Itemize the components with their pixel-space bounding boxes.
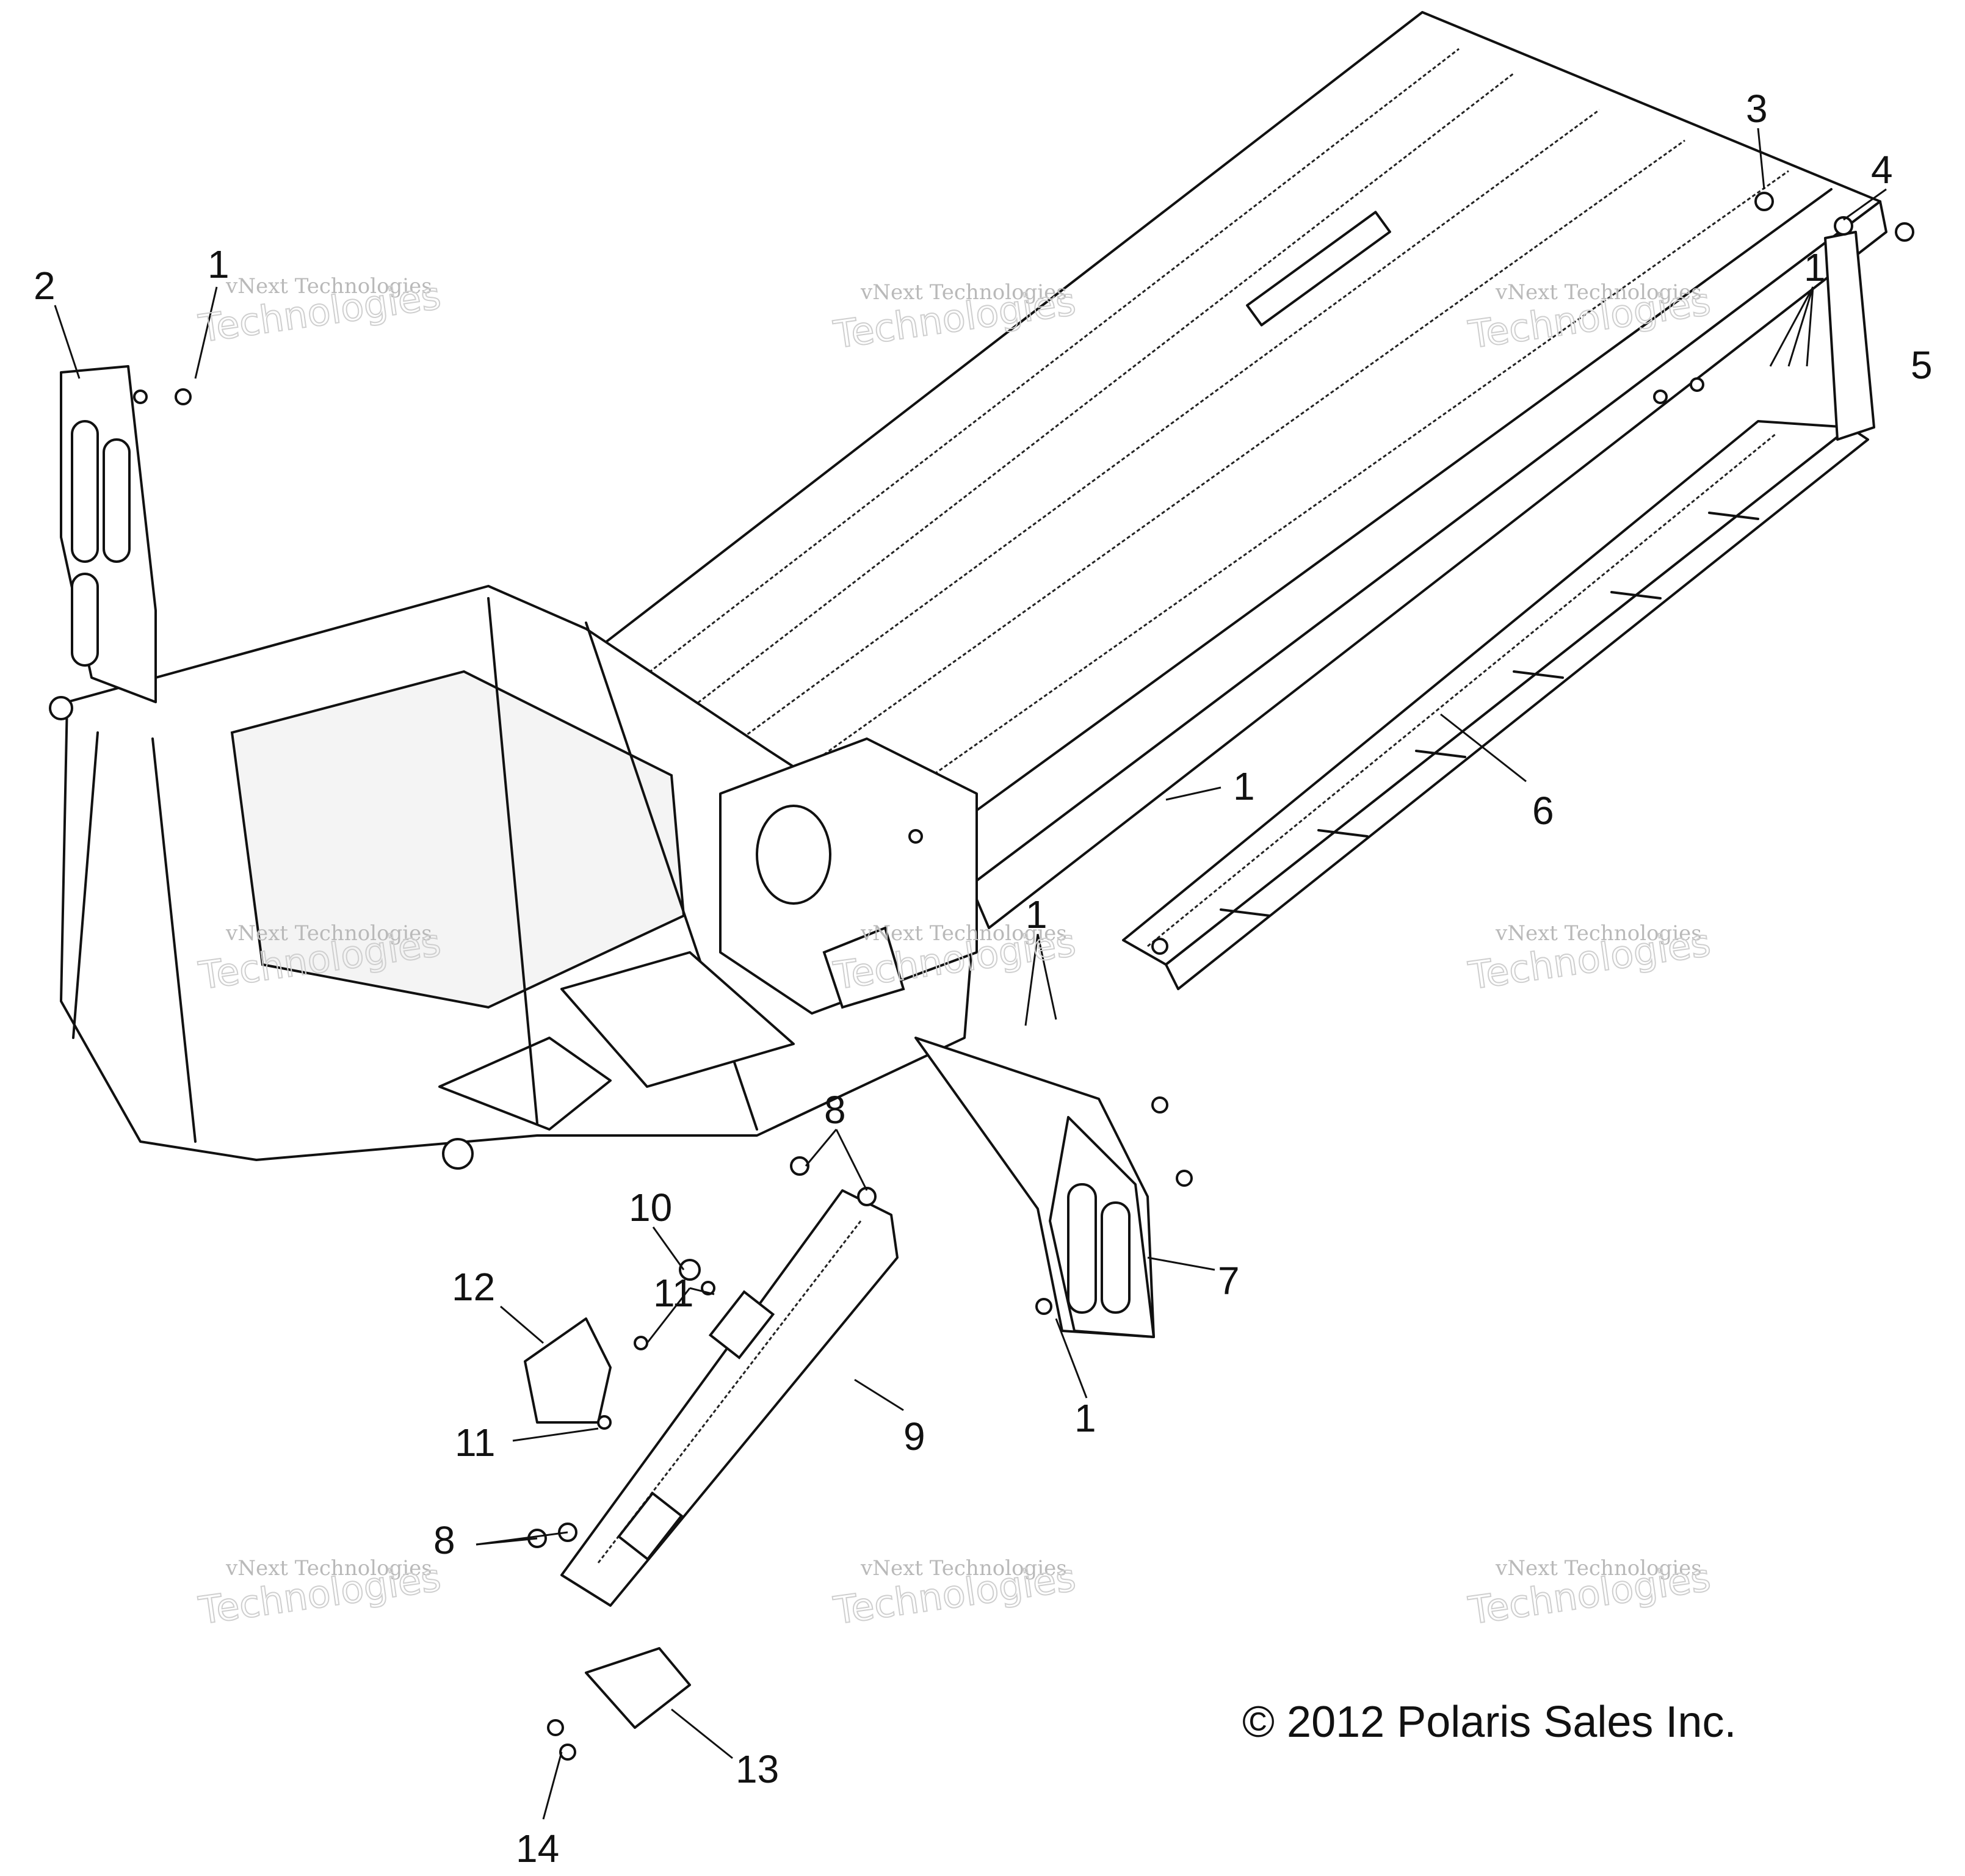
callout-7: 7 (1218, 1259, 1240, 1303)
callout-labels: 1 2 3 4 5 1 1 6 1 8 10 12 11 7 9 11 1 8 … (34, 87, 1933, 1871)
callout-12: 12 (452, 1265, 495, 1309)
running-board-treads (1220, 512, 1759, 917)
callout-1: 1 (208, 242, 230, 286)
callout-3: 3 (1746, 87, 1768, 131)
callout-8: 8 (824, 1088, 846, 1132)
watermark-line1: vNext Technologies (1495, 280, 1702, 305)
bracket-12 (524, 1317, 612, 1424)
tunnel (566, 11, 1887, 929)
copyright-notice: © 2012 Polaris Sales Inc. (1242, 1698, 1736, 1747)
callout-14: 14 (516, 1827, 559, 1871)
watermark-line1: vNext Technologies (1495, 1556, 1702, 1581)
side-panel-right (914, 1037, 1155, 1338)
callout-1: 1 (1804, 245, 1826, 289)
front-frame (49, 585, 978, 1170)
watermark-line1: vNext Technologies (860, 1556, 1067, 1581)
callout-1: 1 (1026, 893, 1048, 936)
fasteners (133, 192, 1914, 1761)
callout-13: 13 (736, 1747, 779, 1791)
side-panel-left (60, 365, 157, 703)
callout-11: 11 (455, 1421, 495, 1465)
callout-2: 2 (34, 264, 56, 308)
callout-8: 8 (433, 1518, 455, 1562)
watermark-line1: vNext Technologies (860, 280, 1067, 305)
callout-4: 4 (1871, 148, 1893, 192)
callout-11: 11 (653, 1271, 693, 1315)
running-board (1122, 231, 1875, 990)
watermark-line1: vNext Technologies (225, 274, 432, 299)
watermark-line1: vNext Technologies (1495, 921, 1702, 946)
callout-10: 10 (629, 1186, 672, 1230)
watermark-line1: vNext Technologies (860, 921, 1067, 946)
bracket-13 (585, 1647, 691, 1729)
skid-plate (560, 1189, 899, 1607)
callout-9: 9 (903, 1414, 925, 1458)
callout-1: 1 (1233, 764, 1255, 808)
watermark-line1: vNext Technologies (225, 1556, 432, 1581)
callout-1: 1 (1074, 1396, 1096, 1440)
watermark-line1: vNext Technologies (225, 921, 432, 946)
callout-5: 5 (1911, 343, 1933, 387)
leader-lines (54, 128, 1887, 1820)
callout-6: 6 (1532, 789, 1554, 833)
